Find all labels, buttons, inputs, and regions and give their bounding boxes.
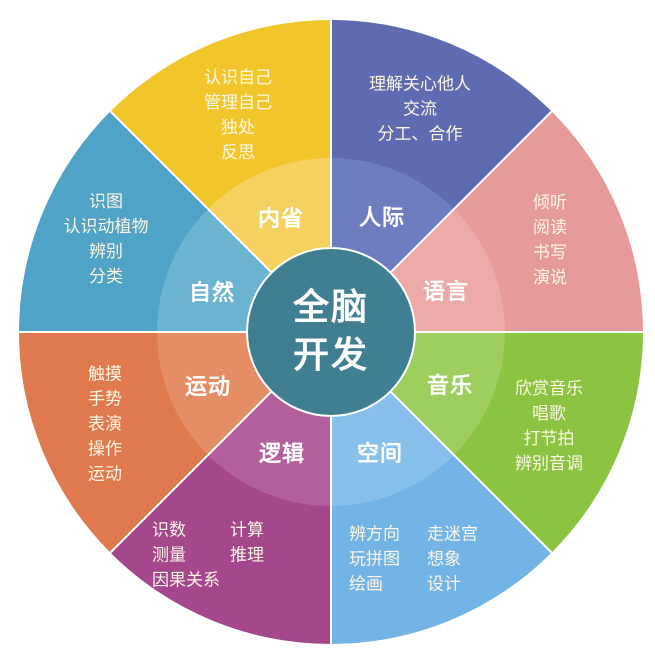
center-title: 全脑 开发 [293, 284, 369, 380]
item: 反思 [221, 143, 255, 163]
item: 独处 [221, 118, 255, 138]
items-logic: 识数 计算 测量 推理 因果关系 [152, 519, 292, 594]
item: 测量 [152, 545, 186, 566]
item: 表演 [88, 414, 122, 435]
item: 唱歌 [532, 404, 566, 424]
items-music: 欣赏音乐 唱歌 打节拍 辨别音调 [515, 377, 583, 477]
item: 推理 [230, 545, 264, 566]
center-circle [246, 247, 416, 417]
item: 走迷宫 [427, 524, 478, 545]
item: 识数 [152, 520, 186, 541]
item: 欣赏音乐 [515, 379, 583, 399]
items-movement: 触摸 手势 表演 操作 运动 [88, 363, 122, 488]
items-introspection: 认识自己 管理自己 独处 反思 [204, 66, 272, 166]
item: 想象 [427, 549, 461, 570]
item: 分类 [89, 267, 123, 287]
item: 辨别 [89, 242, 123, 262]
item: 触摸 [88, 364, 122, 385]
item: 分工、合作 [377, 124, 463, 145]
item: 玩拼图 [349, 549, 400, 570]
category-label-music: 音乐 [426, 374, 474, 399]
item: 操作 [88, 439, 122, 460]
item: 打节拍 [523, 429, 575, 449]
items-language: 倾听 阅读 书写 演说 [533, 191, 567, 291]
category-label-logic: 逻辑 [258, 442, 306, 467]
item: 书写 [533, 243, 567, 263]
item: 理解关心他人 [369, 74, 471, 95]
item: 认识动植物 [63, 217, 149, 237]
category-label-interpersonal: 人际 [358, 206, 406, 231]
category-label-introspection: 内省 [257, 207, 305, 232]
category-label-spatial: 空间 [356, 442, 404, 467]
item: 倾听 [533, 193, 567, 213]
item: 运动 [88, 464, 122, 485]
item: 手势 [88, 389, 122, 410]
item: 辨别音调 [515, 454, 583, 474]
items-interpersonal: 理解关心他人 交流 分工、合作 [369, 73, 471, 148]
item: 认识自己 [204, 68, 272, 88]
item: 阅读 [533, 218, 567, 238]
item: 管理自己 [204, 93, 272, 113]
item: 识图 [89, 192, 123, 212]
items-nature: 识图 认识动植物 辨别 分类 [64, 190, 149, 290]
center-title-line2: 开发 [292, 335, 370, 376]
category-label-nature: 自然 [188, 281, 236, 306]
item: 演说 [533, 268, 567, 288]
item: 计算 [230, 520, 264, 541]
items-spatial: 辨方向 走迷宫 玩拼图 想象 绘画 设计 [349, 523, 489, 598]
item: 交流 [403, 99, 437, 120]
item: 绘画 [349, 574, 383, 595]
center-title-line1: 全脑 [292, 287, 370, 328]
item: 因果关系 [152, 570, 220, 591]
category-label-language: 语言 [422, 280, 470, 305]
item: 设计 [427, 574, 461, 595]
category-label-movement: 运动 [184, 375, 232, 400]
item: 辨方向 [349, 524, 400, 545]
